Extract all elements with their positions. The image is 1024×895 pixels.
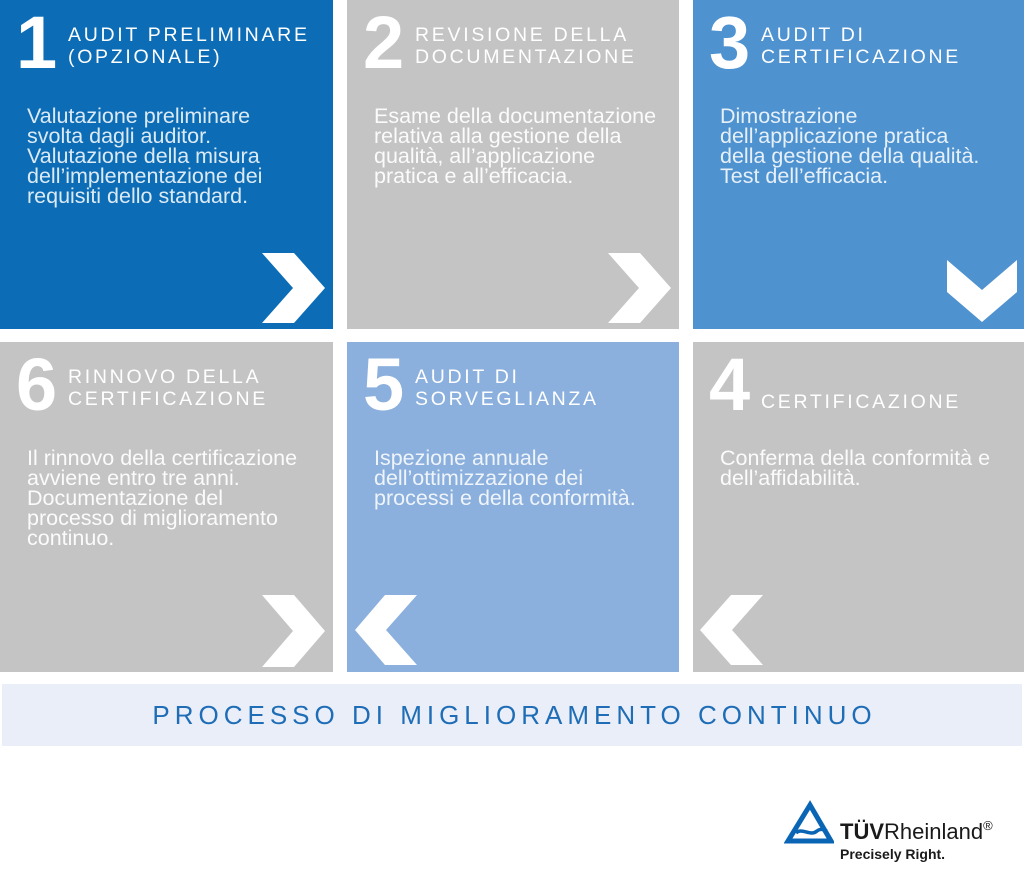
step-number: 3 xyxy=(709,1,751,84)
step-title: CERTIFICAZIONE xyxy=(761,391,961,413)
continuous-improvement-banner: PROCESSO DI MIGLIORAMENTO CONTINUO xyxy=(2,684,1022,746)
step-description: Esame della documentazione relativa alla… xyxy=(374,104,657,188)
chevron-down-icon xyxy=(947,260,1017,322)
step-number: 4 xyxy=(709,343,751,426)
step-6-tile: 6 RINNOVO DELLA CERTIFICAZIONE Il rinnov… xyxy=(0,342,333,672)
step-description: Valutazione preliminare svolta dagli aud… xyxy=(27,104,263,208)
chevron-right-icon xyxy=(262,595,325,667)
chevron-left-icon xyxy=(700,595,763,665)
step-title: AUDIT DI CERTIFICAZIONE xyxy=(761,24,961,68)
step-title: AUDIT DI SORVEGLIANZA xyxy=(415,366,599,410)
step-description: Il rinnovo della certificazione avviene … xyxy=(27,446,298,550)
tuv-triangle-icon xyxy=(784,800,834,844)
step-number: 2 xyxy=(363,1,405,84)
tuv-rheinland-logo: TÜVRheinland® Precisely Right. xyxy=(784,798,1024,868)
step-1-tile: 1 AUDIT PRELIMINARE (OPZIONALE) Valutazi… xyxy=(0,0,333,329)
chevron-left-icon xyxy=(355,595,417,665)
step-2-tile: 2 REVISIONE DELLA DOCUMENTAZIONE Esame d… xyxy=(347,0,679,329)
step-description: Ispezione annuale dell’ottimizzazione de… xyxy=(374,446,636,510)
step-title: RINNOVO DELLA CERTIFICAZIONE xyxy=(68,366,268,410)
registered-mark: ® xyxy=(983,818,993,833)
chevron-right-icon xyxy=(608,253,671,323)
step-5-tile: 5 AUDIT DI SORVEGLIANZA Ispezione annual… xyxy=(347,342,679,672)
chevron-right-icon xyxy=(262,253,325,323)
step-3-tile: 3 AUDIT DI CERTIFICAZIONE Dimostrazione … xyxy=(693,0,1024,329)
brand-name: TÜVRheinland® xyxy=(840,818,993,844)
banner-label: PROCESSO DI MIGLIORAMENTO CONTINUO xyxy=(152,700,877,730)
step-description: Conferma della conformità e dell’affidab… xyxy=(720,446,991,490)
step-number: 6 xyxy=(16,343,58,426)
step-title: REVISIONE DELLA DOCUMENTAZIONE xyxy=(415,24,637,68)
step-number: 5 xyxy=(363,343,405,426)
step-4-tile: 4 CERTIFICAZIONE Conferma della conformi… xyxy=(693,342,1024,672)
step-title: AUDIT PRELIMINARE (OPZIONALE) xyxy=(68,24,310,68)
brand-tagline: Precisely Right. xyxy=(840,846,946,862)
step-description: Dimostrazione dell’applicazione pratica … xyxy=(720,104,980,188)
step-number: 1 xyxy=(16,1,58,84)
